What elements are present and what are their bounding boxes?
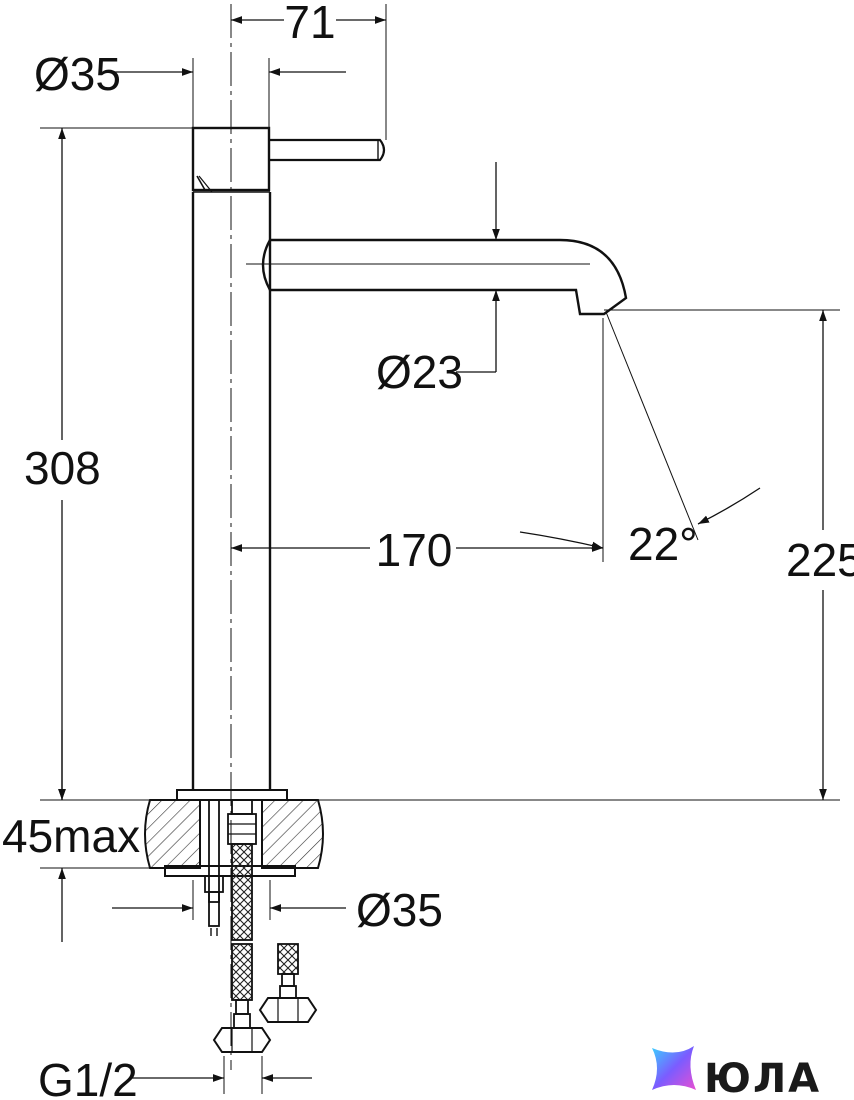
dim-spout-diameter: Ø23 — [376, 346, 463, 398]
dim-spout-height: 225 — [786, 534, 854, 586]
mounting-stud — [204, 799, 224, 936]
supply-hose-right — [258, 943, 318, 1023]
dim-handle-reach: 71 — [284, 0, 335, 48]
dim-body-diameter: Ø35 — [34, 48, 121, 100]
spout — [246, 238, 628, 316]
dim-spout-projection: 170 — [376, 524, 453, 576]
brand-star-icon — [652, 1046, 696, 1090]
faucet-body — [176, 126, 386, 801]
countertop-section — [144, 799, 324, 877]
dimension-lines — [58, 16, 827, 1082]
dim-max-counter-thickness: 45max — [2, 810, 140, 862]
dim-mounting-hole-diameter: Ø35 — [356, 884, 443, 936]
dim-spout-angle: 22° — [628, 518, 698, 570]
dim-connection-thread: G1/2 — [38, 1054, 138, 1100]
dim-total-height: 308 — [24, 442, 101, 494]
supply-hose-left — [212, 799, 272, 1053]
brand-name: ЮЛА — [704, 1056, 821, 1100]
brand-logo: ЮЛА — [652, 1046, 821, 1100]
